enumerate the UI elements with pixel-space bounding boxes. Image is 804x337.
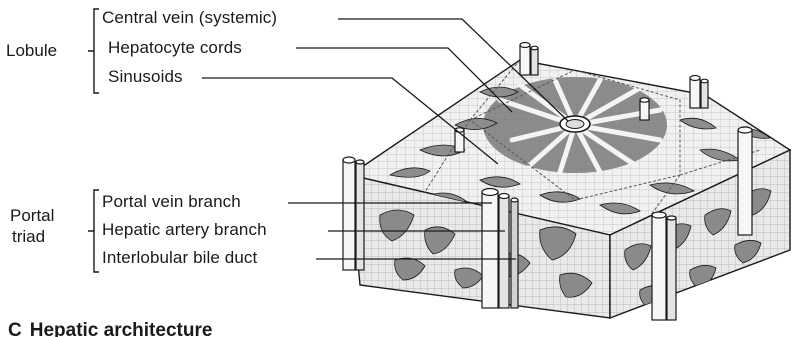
portal-triad-top-right: [690, 76, 708, 109]
lobule-group-label: Lobule: [6, 40, 57, 61]
portal-triad-front-left: [482, 189, 518, 309]
label-hepatic-artery-branch: Hepatic artery branch: [102, 220, 267, 240]
portal-triad-front-right: [652, 212, 676, 320]
portal-triad-left-corner: [343, 157, 364, 270]
portal-triad-group-label-line2: triad: [12, 226, 45, 247]
portal-triad-bracket: [88, 190, 99, 272]
portal-triad-back-right: [738, 127, 752, 235]
label-portal-vein-branch: Portal vein branch: [102, 192, 241, 212]
lobule-bracket: [88, 9, 99, 93]
caption-letter: C: [8, 320, 22, 337]
portal-triad-group-label-line1: Portal: [10, 205, 54, 226]
portal-triad-top-back: [520, 43, 538, 76]
label-interlobular-bile-duct: Interlobular bile duct: [102, 248, 257, 268]
label-hepatocyte-cords: Hepatocyte cords: [108, 38, 242, 58]
figure-caption: C Hepatic architecture: [8, 320, 212, 337]
label-central-vein: Central vein (systemic): [102, 8, 277, 28]
group-brackets: [88, 9, 99, 272]
label-sinusoids: Sinusoids: [108, 67, 183, 87]
caption-title: Hepatic architecture: [30, 320, 213, 337]
